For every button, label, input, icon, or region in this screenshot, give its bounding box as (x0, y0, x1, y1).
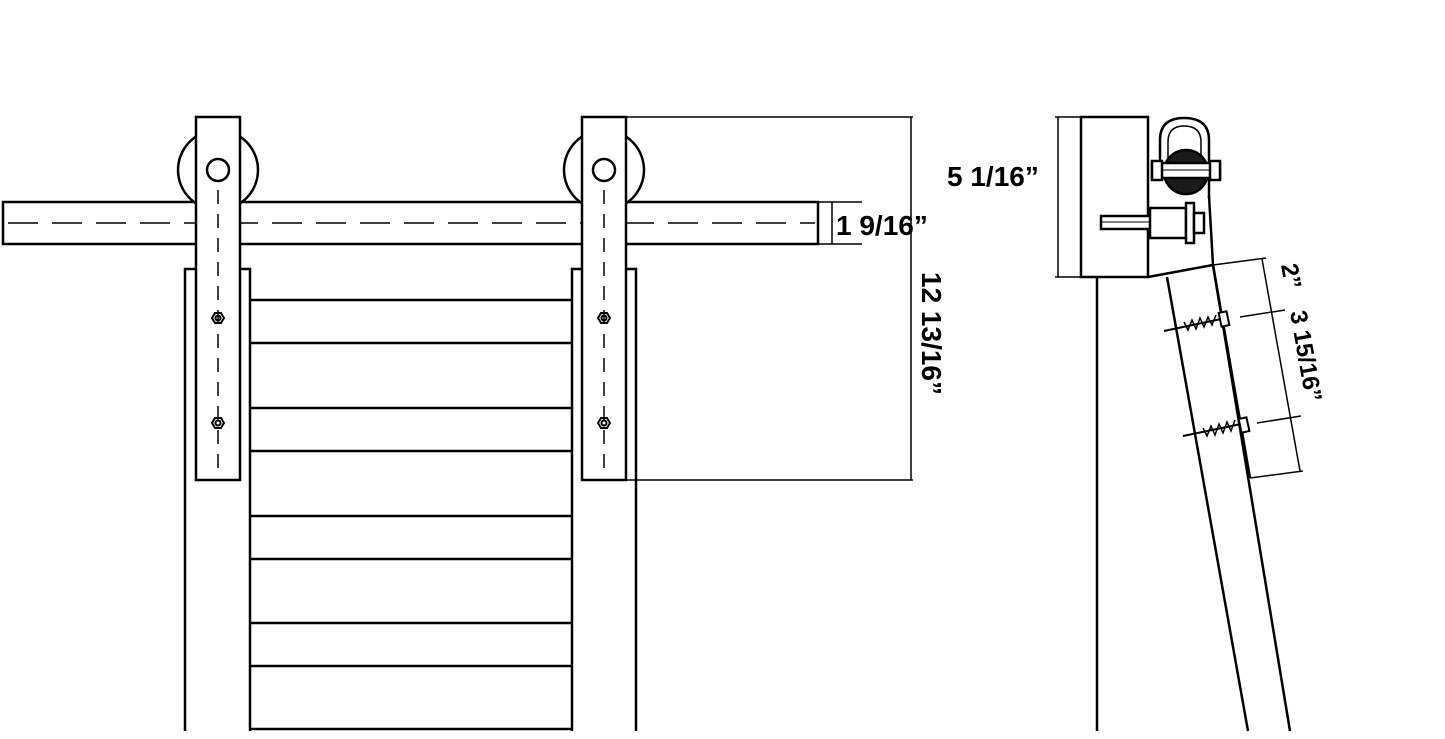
strap-bolts (210, 312, 612, 429)
spacer-cap (1192, 211, 1206, 235)
rail-height-label: 1 9/16” (836, 210, 928, 241)
side-dimensions (1212, 257, 1304, 479)
screw-icon (1182, 416, 1251, 438)
hanger-hook (1158, 116, 1211, 198)
door-panel-rails (250, 298, 572, 668)
axle-nut-left (1150, 159, 1164, 182)
rail-height-dimension (818, 201, 862, 245)
lag-screws (1163, 310, 1251, 438)
roller-assembly (1099, 116, 1222, 245)
right-hanger (562, 115, 646, 482)
bolt-icon (210, 417, 226, 429)
door-right-edge (626, 267, 638, 731)
left-hanger (176, 115, 260, 482)
door-right-stile (570, 267, 582, 731)
bracket-depth-dimension (1055, 116, 1081, 278)
bolt-icon (596, 417, 612, 429)
side-view (1055, 115, 1304, 732)
spacer-nut (1148, 206, 1188, 240)
hanger-hook-inner (1167, 125, 1202, 158)
front-view (1, 115, 913, 731)
screw-icon (1163, 310, 1231, 332)
bolt-icon (210, 312, 226, 324)
bolt-icon (596, 312, 612, 324)
track-rail (1, 200, 820, 246)
side-strap (1147, 195, 1292, 732)
bolt-spacing-label: 3 15/16” (1284, 308, 1327, 403)
axle-nut-right (1208, 159, 1222, 182)
top-offset-label: 2” (1275, 261, 1306, 291)
hanger-height-label: 12 13/16” (916, 272, 947, 395)
door-left-stile (240, 267, 252, 731)
bracket-depth-label: 5 1/16” (947, 161, 1039, 192)
strap-inner-edge (1165, 276, 1250, 732)
wall-bracket-block (1079, 115, 1150, 279)
hanger-height-dimension (610, 116, 913, 481)
door-left-edge (183, 267, 196, 731)
left-roller-axle (205, 157, 231, 183)
door-outer-edge (1211, 264, 1292, 732)
right-roller-axle (591, 157, 617, 183)
